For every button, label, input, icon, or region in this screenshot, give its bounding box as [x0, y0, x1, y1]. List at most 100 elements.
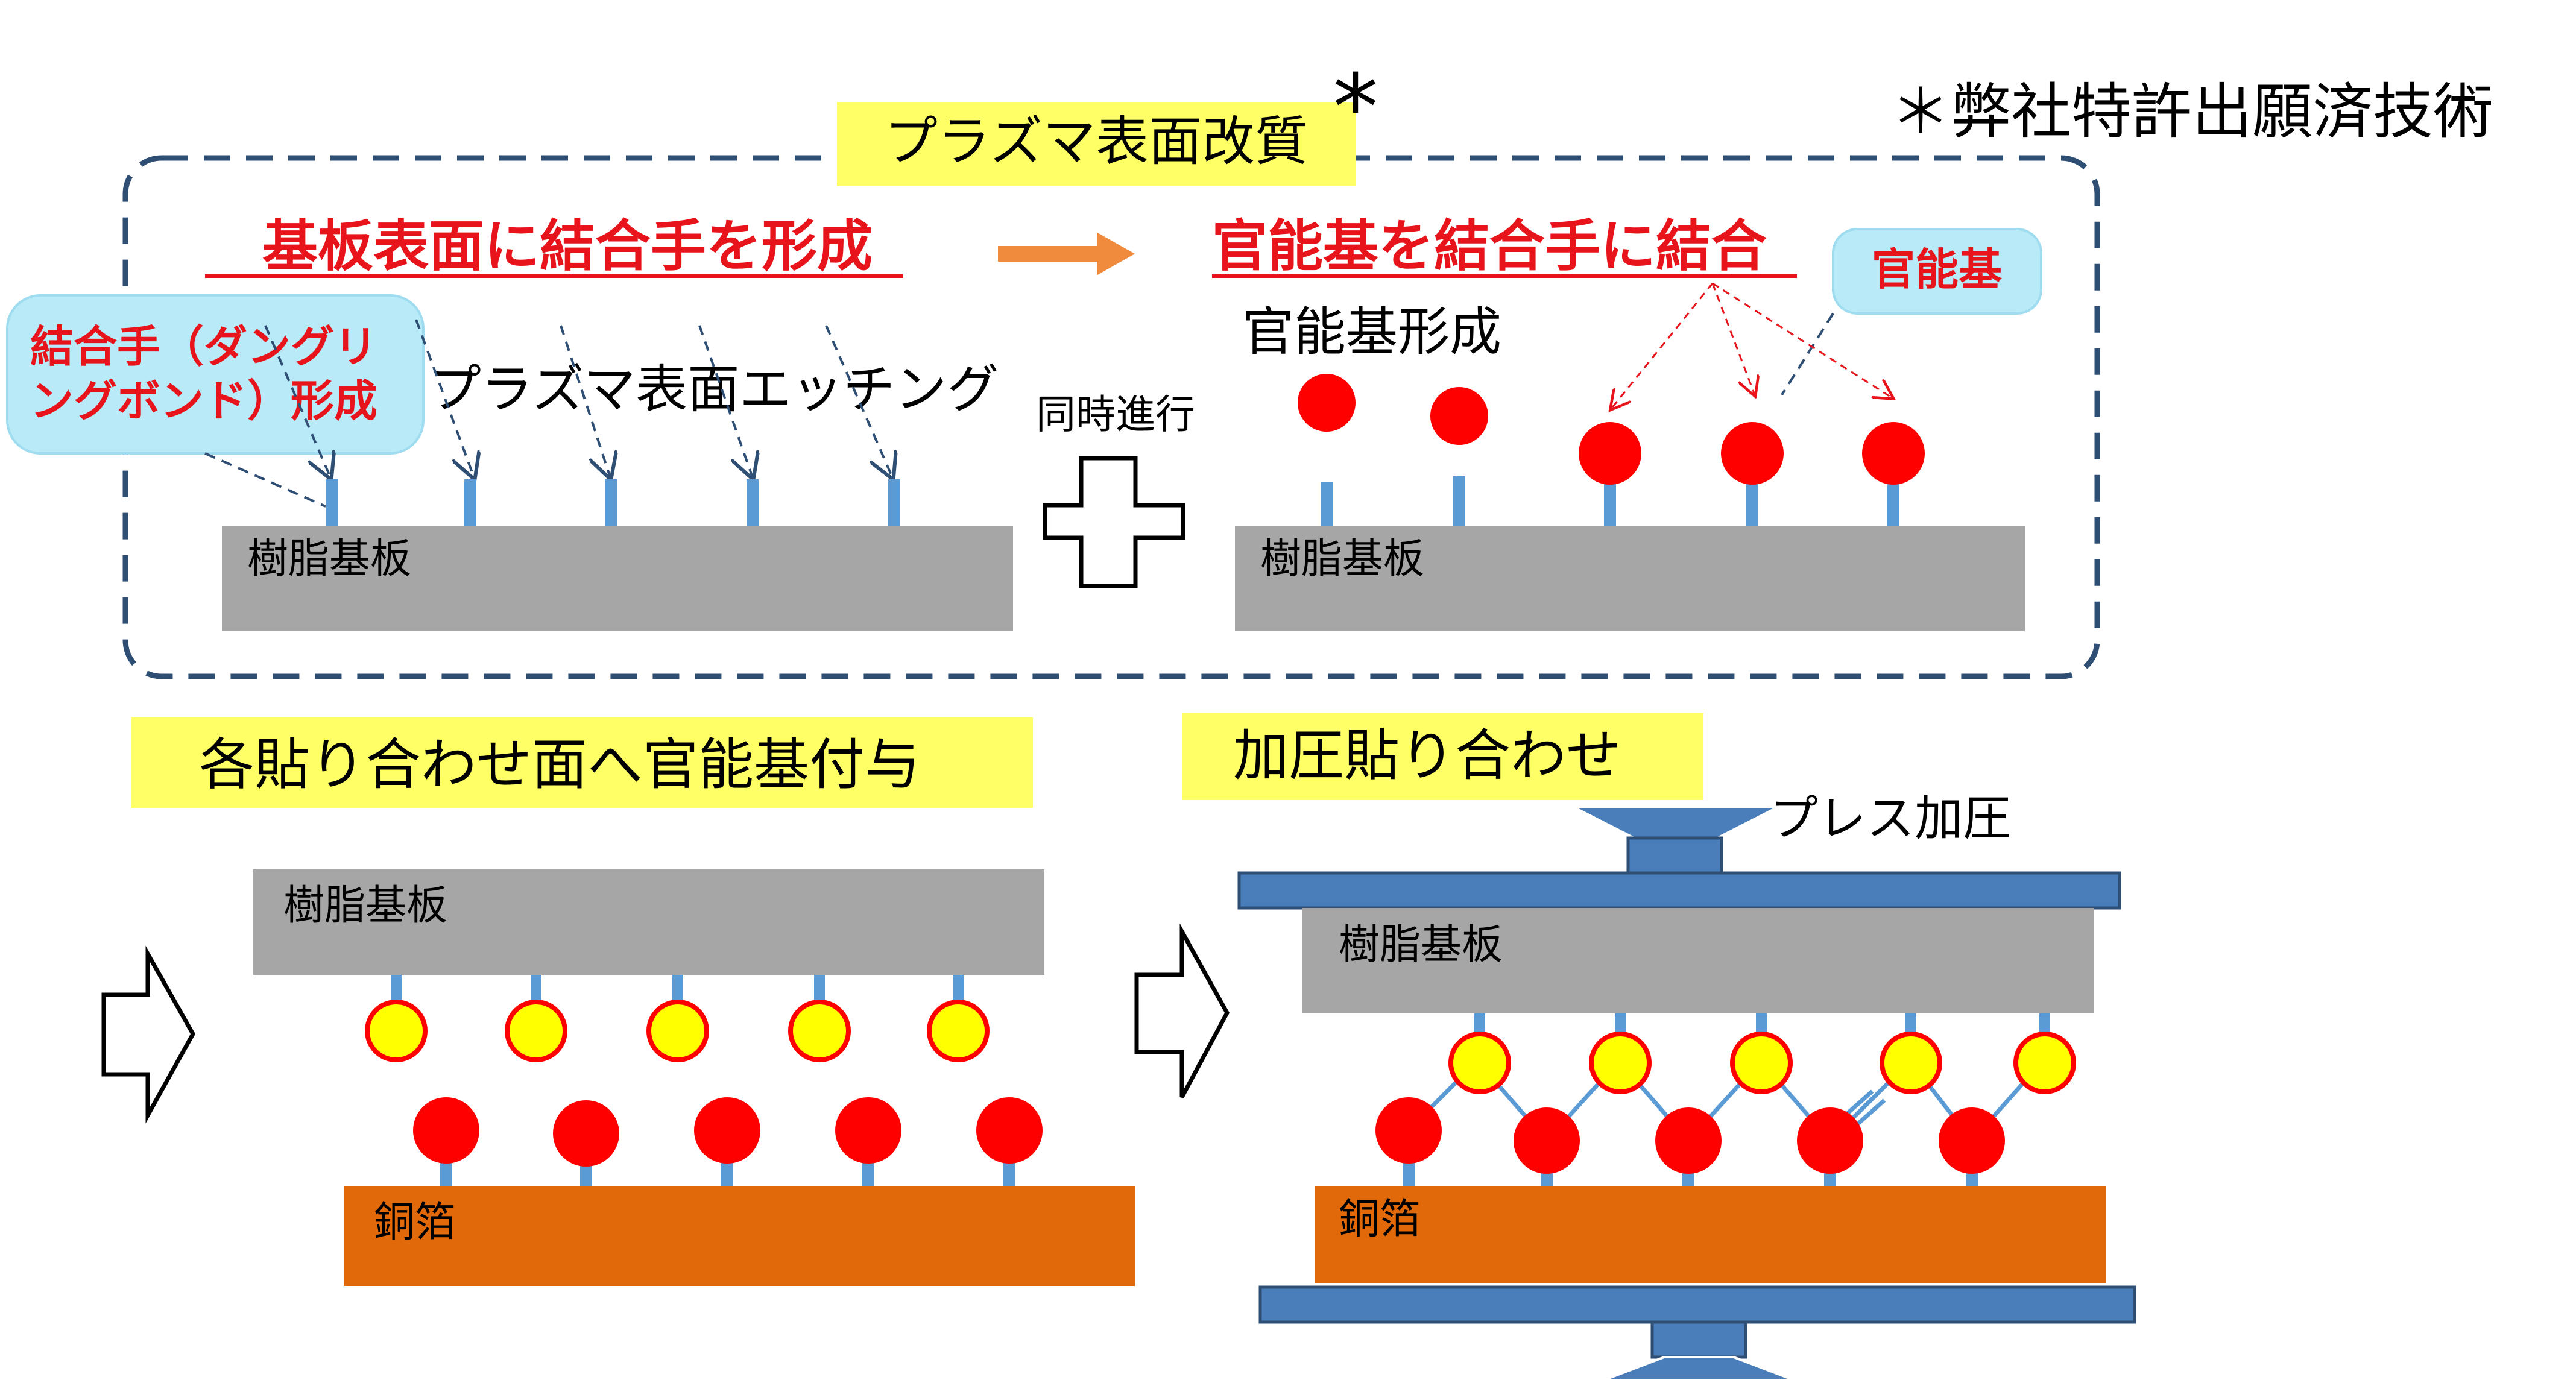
red-functional-group: [1579, 422, 1641, 485]
press-arrow-up-icon: [1603, 1356, 1795, 1380]
step3-copper-foil: [344, 1186, 1135, 1286]
bonding-arrow: [1712, 282, 1892, 398]
press-stem: [1650, 1320, 1747, 1359]
patent-note: ＊弊社特許出願済技術: [1890, 77, 2493, 147]
simultaneous-label: 同時進行: [1036, 391, 1195, 438]
red-functional-group: [976, 1097, 1043, 1164]
plasma-ray: [825, 325, 892, 477]
dangling-bond-callout: [6, 294, 425, 455]
bonding-arrow: [1611, 283, 1714, 409]
yellow-functional-group: [1730, 1032, 1793, 1094]
functional-group-callout-text: 官能基: [1872, 244, 2002, 295]
callout-pointer-line: [204, 452, 326, 508]
step3-resin-label: 樹脂基板: [283, 882, 447, 930]
red-functional-group: [1655, 1107, 1722, 1174]
yellow-functional-group: [788, 1000, 851, 1062]
yellow-functional-group: [1880, 1032, 1942, 1094]
step4-resin-label: 樹脂基板: [1339, 921, 1503, 969]
yellow-functional-group: [1589, 1032, 1652, 1094]
bottom-press-plate: [1258, 1285, 2136, 1324]
red-functional-group: [1862, 422, 1925, 485]
bond-stick: [814, 975, 825, 1005]
bonding-arrows: [1611, 282, 1892, 409]
bond-stick: [391, 975, 402, 1005]
dangling-bond: [747, 479, 759, 528]
dangling-bond: [605, 479, 617, 528]
callout-pointer-line: [1781, 312, 1834, 396]
bond-stick: [953, 975, 964, 1005]
red-functional-group: [1721, 422, 1784, 485]
step3-title-banner: [131, 717, 1033, 808]
press-label: プレス加圧: [1770, 790, 2011, 846]
bond-stick: [1887, 476, 1899, 528]
step4-copper-groups: [1375, 1097, 2005, 1188]
title-asterisk: *: [1333, 55, 1378, 160]
step3-resin-groups: [365, 975, 990, 1062]
broken-bond-tick: [1855, 1098, 1886, 1126]
step1-heading: 基板表面に結合手を形成: [262, 214, 873, 279]
plasma-etching-label: プラズマ表面エッチング: [429, 359, 999, 420]
yellow-functional-group: [2013, 1032, 2076, 1094]
dangling-bond-callout-line1: 結合手（ダングリ: [30, 321, 377, 372]
step2-substrate-label: 樹脂基板: [1260, 535, 1424, 583]
right-arrow-icon: [101, 945, 196, 1124]
red-functional-group: [553, 1100, 619, 1167]
press-stem: [1626, 836, 1723, 876]
yellow-functional-group: [365, 1000, 428, 1062]
bottom-press-head: [1258, 1285, 2136, 1380]
functional-group-formation-label: 官能基形成: [1242, 302, 1501, 362]
functional-group-callout: [1832, 228, 2042, 315]
plasma-ray-arrows: [264, 319, 892, 477]
step2-resin-substrate: [1235, 526, 2025, 631]
bond-stick: [1746, 476, 1758, 528]
plus-icon: [1043, 456, 1185, 588]
step4-resin-groups: [1448, 1013, 2076, 1094]
top-press-head: [1237, 805, 2121, 910]
plasma-title-banner: [837, 102, 1356, 186]
process-arrow-icon: [998, 233, 1135, 275]
red-functional-group: [1514, 1107, 1580, 1174]
step4-title: 加圧貼り合わせ: [1233, 723, 1621, 788]
top-press-plate: [1237, 871, 2121, 910]
dangling-bonds: [326, 479, 900, 528]
red-functional-group: [1430, 387, 1488, 445]
cross-link-bonds: [1406, 1057, 2045, 1144]
red-functional-group: [1797, 1107, 1863, 1174]
bond-stick: [1453, 476, 1465, 528]
bond-stick: [672, 975, 683, 1005]
plasma-title: プラズマ表面改質: [885, 110, 1308, 172]
bonding-arrow: [1711, 283, 1755, 395]
bond-stick: [1604, 476, 1616, 528]
bond-stick: [531, 975, 541, 1005]
step3-copper-groups: [413, 1097, 1043, 1188]
red-functional-group: [413, 1097, 479, 1164]
yellow-functional-group: [646, 1000, 709, 1062]
bond-stick: [1321, 482, 1333, 528]
press-arrow-down-icon: [1572, 805, 1779, 839]
free-functional-groups: [1298, 374, 1488, 528]
plasma-ray: [415, 319, 474, 477]
red-functional-group: [1939, 1107, 2005, 1174]
step2-heading: 官能基を結合手に結合: [1212, 214, 1767, 279]
red-functional-group: [1375, 1097, 1442, 1164]
step1-substrate-label: 樹脂基板: [247, 535, 411, 583]
yellow-functional-group: [927, 1000, 990, 1062]
step4-title-banner: [1182, 713, 1703, 800]
dangling-bond: [326, 479, 338, 528]
yellow-functional-group: [1448, 1032, 1511, 1094]
dangling-bond: [888, 479, 900, 528]
step3-copper-label: 銅箔: [374, 1199, 456, 1246]
bonded-functional-groups: [1579, 422, 1925, 528]
yellow-functional-group: [505, 1000, 567, 1062]
step4-copper-label: 銅箔: [1339, 1196, 1421, 1243]
red-functional-group: [694, 1097, 760, 1164]
right-arrow-icon: [1134, 923, 1230, 1098]
red-functional-group: [835, 1097, 901, 1164]
dangling-bond-callout-line2: ングボンド）形成: [30, 376, 377, 426]
red-functional-group: [1298, 374, 1356, 432]
dangling-bond: [464, 479, 476, 528]
step3-resin-substrate: [253, 869, 1044, 975]
zigzag-bond: [1406, 1057, 2045, 1144]
broken-bond-tick: [1843, 1089, 1874, 1117]
